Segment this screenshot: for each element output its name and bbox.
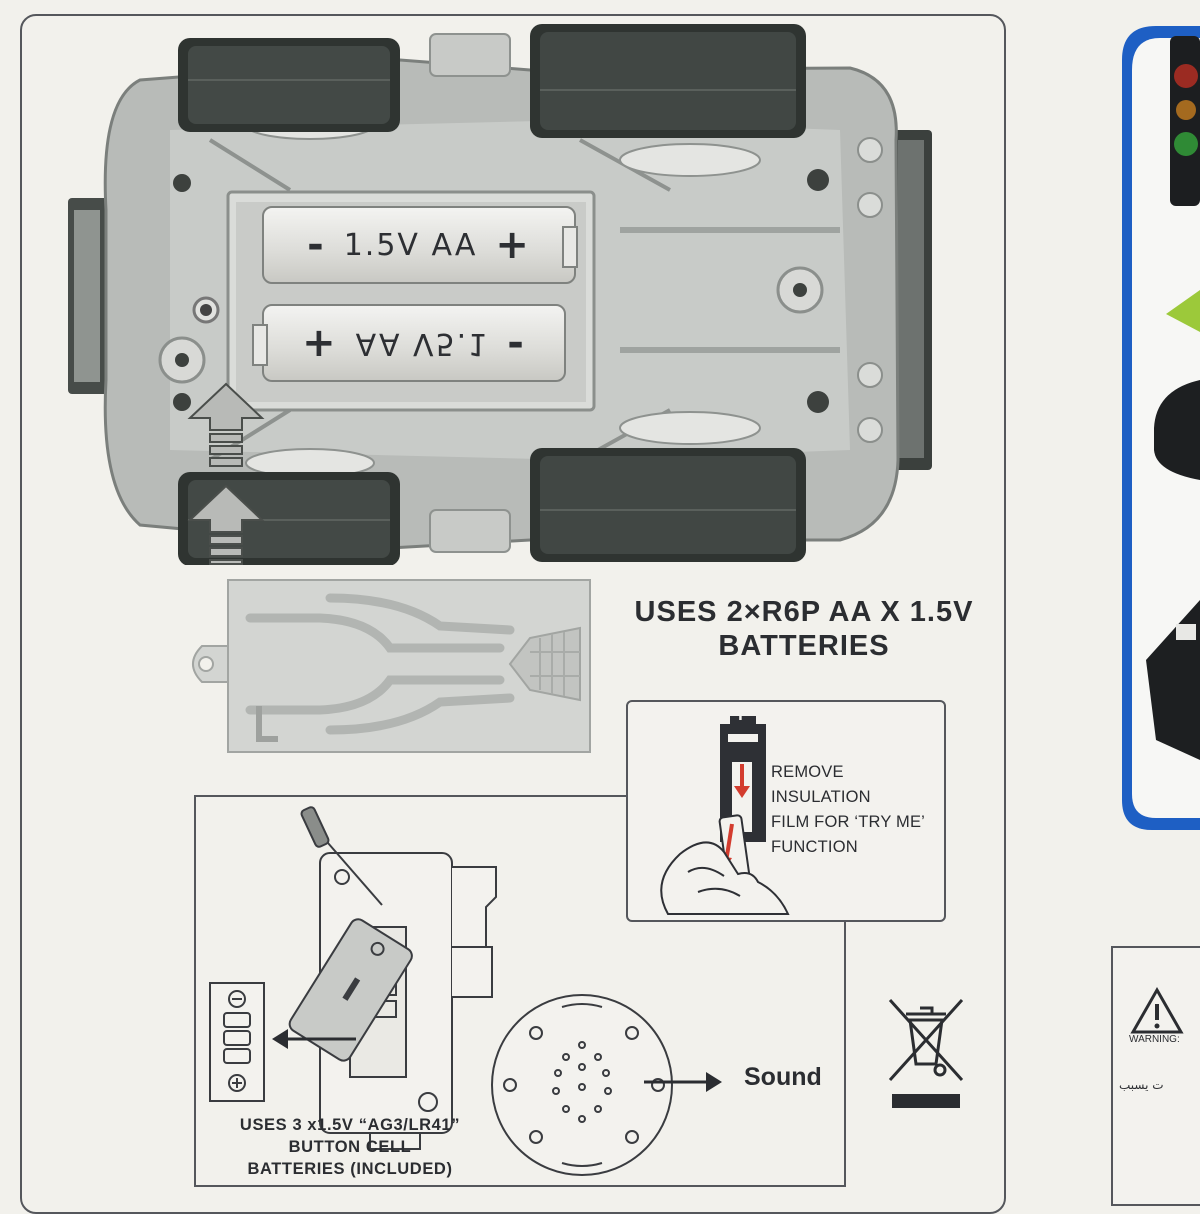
warning-triangle-icon [1130, 986, 1184, 1034]
button-cell-requirement: USES 3 x1.5V “AG3/LR41” BUTTON CELL BATT… [212, 1114, 488, 1180]
button-cell-line3: BATTERIES (INCLUDED) [247, 1160, 453, 1178]
try-me-line1: REMOVE INSULATION [771, 763, 871, 806]
aa-note-line1: USES 2×R6P AA X 1.5V [634, 596, 974, 628]
weee-bin-icon [884, 994, 968, 1114]
button-cell-line1: USES 3 x1.5V “AG3/LR41” [239, 1116, 461, 1134]
battery-plus-mark: + [734, 702, 747, 727]
battery-terminal [252, 324, 268, 366]
aa-battery-requirement: USES 2×R6P AA X 1.5V BATTERIES [608, 595, 1000, 663]
battery-minus-sign: - [507, 320, 526, 366]
try-me-instruction-text: REMOVE INSULATION FILM FOR ‘TRY ME’ FUNC… [771, 760, 946, 860]
warning-box: WARNING: ت يسبب [1111, 946, 1200, 1206]
sound-label: Sound [744, 1063, 822, 1091]
battery-terminal [562, 226, 578, 268]
battery-plus-sign: + [495, 222, 531, 268]
battery-minus-sign: - [307, 222, 326, 268]
aa-note-line2: BATTERIES [718, 630, 890, 662]
battery-label: 1.5V AA [343, 227, 478, 263]
car-underside-illustration [60, 20, 950, 566]
try-me-instruction-box: + REMOVE INSULATION FILM FOR ‘TRY ME’ FU… [626, 700, 946, 922]
try-me-line3: FUNCTION [771, 838, 858, 856]
warning-arabic-text: ت يسبب [1119, 1078, 1164, 1092]
aa-battery-bottom: + AA V5.1 - [262, 304, 566, 382]
try-me-line2: FILM FOR ‘TRY ME’ [771, 813, 926, 831]
battery-label: AA V5.1 [355, 325, 490, 361]
warning-label: WARNING: [1129, 1034, 1180, 1045]
battery-plus-sign: + [302, 320, 338, 366]
battery-cover-illustration [180, 578, 592, 754]
button-cell-line2: BUTTON CELL [288, 1138, 412, 1156]
product-photo-strip [1116, 20, 1200, 830]
aa-battery-top: - 1.5V AA + [262, 206, 576, 284]
